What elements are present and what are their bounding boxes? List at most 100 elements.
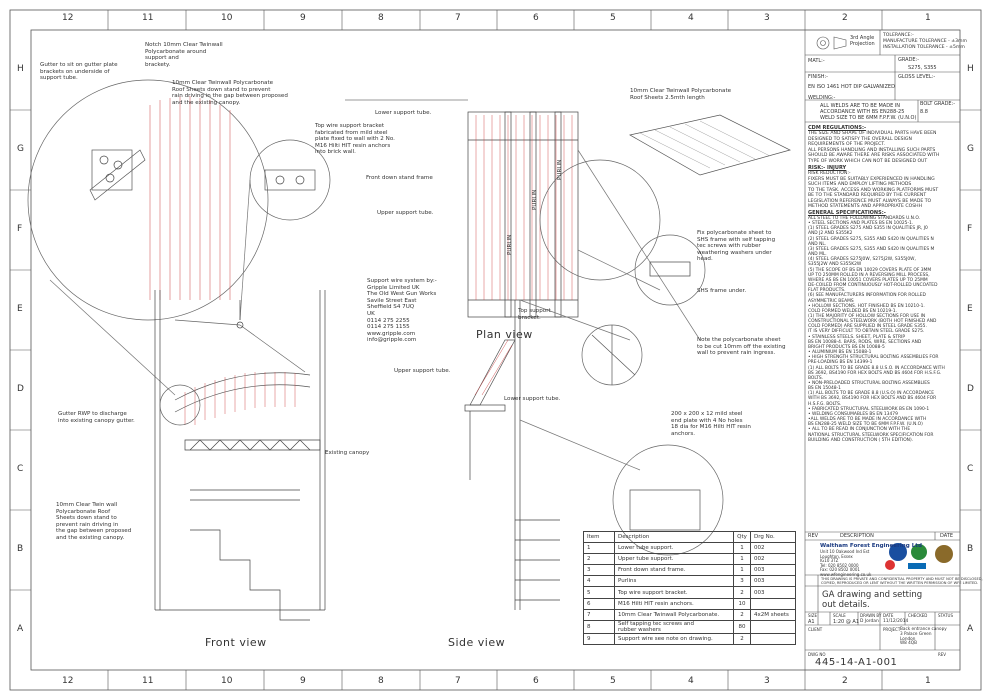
bom-cell: 003 [750, 575, 796, 588]
risk-label: RISK:- INJURY [808, 165, 847, 171]
bom-header-qty: Qty [733, 530, 751, 544]
note-top-support-bracket: Top support bracket. [518, 308, 551, 321]
bom-cell: 8 [583, 619, 615, 634]
bom-cell: 1 [733, 542, 751, 555]
grid-row-h: H [17, 64, 24, 74]
bom-cell: 003 [750, 586, 796, 599]
grid-row-a: A [17, 624, 24, 634]
front-view-drawing [27, 79, 331, 621]
grid-col-2-bottom: 2 [842, 676, 848, 686]
grid-row-a-right: A [967, 624, 974, 634]
grid-col-4: 4 [688, 13, 694, 23]
grid-col-9: 9 [300, 13, 306, 23]
grid-row-c-right: C [967, 464, 974, 474]
table-row: 5 Top wire support bracket. 2 003 [583, 586, 796, 599]
grid-row-c: C [17, 464, 24, 474]
table-row: 2 Upper tube support. 1 002 [583, 553, 796, 566]
bom-cell: 2 [733, 586, 751, 599]
note-existing-canopy: Existing canopy [325, 450, 370, 456]
note-twin-wall: 10mm Clear Twin wall Polycarbonate Roof … [56, 502, 132, 541]
bom-cell: Lower tube support. [614, 542, 734, 555]
company-logos [885, 543, 953, 570]
grid-col-5: 5 [610, 13, 616, 23]
bom-cell: M16 Hilti HIT resin anchors. [614, 597, 734, 610]
bom-header-item: Item [583, 530, 615, 544]
table-row: 7 10mm Clear Twinwall Polycarbonate. 2 4… [583, 608, 796, 621]
note-upper-tube-side: Upper support tube. [394, 368, 451, 374]
grid-col-1: 1 [925, 13, 931, 23]
bolt-grade-value: 8.8 [920, 109, 928, 115]
bom-cell: 1 [733, 553, 751, 566]
table-row: 1 Lower tube support. 1 002 [583, 542, 796, 555]
side-view-title: Side view [448, 636, 506, 649]
grid-row-h-right: H [967, 64, 974, 74]
bom-header-description: Description [614, 530, 734, 544]
grid-row-g-right: G [967, 144, 974, 154]
bom-cell: 2 [733, 632, 751, 645]
grid-row-d: D [17, 384, 24, 394]
grid-row-g: G [17, 144, 24, 154]
date-col-label: DATE [940, 533, 954, 539]
checked-label: CHECKED [908, 613, 928, 618]
finish-value: EN ISO 1461 HOT DIP GALVANIZED [808, 84, 895, 90]
grid-col-5-bottom: 5 [610, 676, 616, 686]
grid-col-1-bottom: 1 [925, 676, 931, 686]
copyright-notice: THIS DRAWING IS PRIVATE AND CONFIDENTIAL… [821, 577, 983, 586]
drawing-title: GA drawing and setting out details. [822, 590, 923, 610]
grid-row-f: F [17, 224, 23, 234]
cdm-label: CDM REGULATIONS:- [808, 125, 867, 131]
grid-col-6-bottom: 6 [533, 676, 539, 686]
bom-cell: 1 [583, 542, 615, 555]
bom-header-drg: Drg No. [750, 530, 796, 544]
note-fix-sheet: Fix polycarbonate sheet to SHS frame wit… [697, 230, 776, 263]
company-address: Unit 10 Oakwood Ind Est Loughton, Essex … [820, 549, 872, 577]
bom-cell: Upper tube support. [614, 553, 734, 566]
project-value: Back entrance canopy 3 Palace Green Lond… [900, 626, 947, 646]
note-notch: Notch 10mm Clear Twinwall Polycarbonate … [145, 42, 223, 68]
title-block-lines [804, 30, 960, 670]
company-name: Waltham Forest Engineering Ltd [820, 543, 922, 549]
date-label: DATE [883, 613, 894, 618]
table-row: 6 M16 Hilti HIT resin anchors. 10 [583, 597, 796, 610]
finish-label: FINISH:- [808, 74, 828, 80]
bom-cell: 2 [583, 553, 615, 566]
table-row: 8 Self tapping tec screws and rubber was… [583, 619, 796, 634]
grid-ticks [10, 10, 981, 690]
date-value: 11/12/2014 [883, 619, 909, 624]
grid-col-8-bottom: 8 [378, 676, 384, 686]
bom-cell: 003 [750, 564, 796, 577]
grid-col-12: 12 [62, 13, 74, 23]
bom-cell: 9 [583, 632, 615, 645]
bom-cell: Purlins [614, 575, 734, 588]
bom-cell: Support wire see note on drawing. [614, 632, 734, 645]
bom-cell: 10mm Clear Twinwall Polycarbonate. [614, 608, 734, 621]
tolerance-text: TOLERANCE:- MANUFACTURE TOLERANCE - ±3mm… [883, 33, 967, 50]
size-value: A1 [808, 619, 815, 625]
matl-label: MATL:- [808, 58, 825, 64]
grid-row-b: B [17, 544, 24, 554]
bom-cell: 4 [583, 575, 615, 588]
grade-value: S275, S355 [908, 65, 937, 71]
dwg-no-label: DWG NO [808, 652, 826, 657]
note-front-frame: Front down stand frame [366, 175, 433, 181]
drawn-value: D Jordan [860, 619, 879, 624]
note-gutter-sit: Gutter to sit on gutter plate brackets o… [40, 62, 118, 82]
note-lower-tube-side: Lower support tube. [504, 396, 561, 402]
note-roof-sheets: 10mm Clear Twinwall Polycarbonate Roof S… [172, 80, 288, 106]
description-col-label: DESCRIPTION [840, 533, 874, 539]
bolt-grade-label: BOLT GRADE:- [920, 101, 956, 107]
grid-col-11-bottom: 11 [142, 676, 154, 686]
bill-of-materials: Item Description Qty Drg No. 1 Lower tub… [583, 530, 796, 645]
status-label: STATUS [938, 613, 954, 618]
spec-label: GENERAL SPECIFICATIONS:- [808, 210, 886, 216]
grid-col-10: 10 [221, 13, 233, 23]
bom-cell: 2 [733, 608, 751, 621]
gloss-label: GLOSS LEVEL:- [898, 74, 936, 80]
rev-label: REV [938, 652, 947, 657]
bom-header: Item Description Qty Drg No. [583, 530, 796, 544]
grid-col-3-bottom: 3 [764, 676, 770, 686]
spec-text: ALL STEEL TO THE FOLLOWING STANDARDS U.N… [808, 216, 945, 443]
grid-col-9-bottom: 9 [300, 676, 306, 686]
table-row: 9 Support wire see note on drawing. 2 [583, 632, 796, 645]
